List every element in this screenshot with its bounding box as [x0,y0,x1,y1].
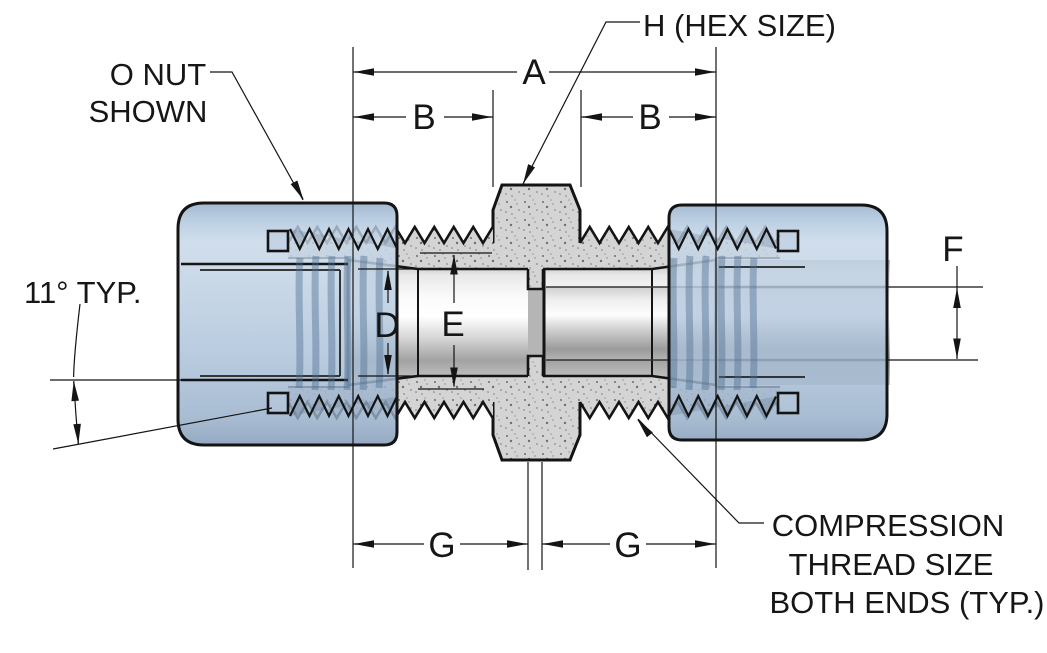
tube-stop-slot [528,269,543,377]
callout-hex-size: H (HEX SIZE) [643,8,836,43]
nut-thread-teeth-top-left [289,226,398,252]
right-nut-outline [667,203,889,442]
dim-label-g-right: G [614,526,641,565]
nut-thread-teeth-bottom-right [668,393,777,419]
arrowheads [71,68,961,548]
back-ferrule-bottom-right [776,391,800,415]
dim-label-f: F [942,230,963,269]
dim-label-b-left: B [412,98,435,137]
nut-thread-teeth-bottom-left [289,393,398,419]
right-nut-interior [668,226,805,419]
back-ferrule-top-left [266,229,290,253]
hex-top [491,183,582,243]
nut-thread-teeth-top-right [668,226,777,252]
dim-label-b-right: B [638,98,661,137]
left-nut-outline [176,201,399,447]
extension-lines [50,47,983,570]
left-nut-interior [181,226,398,419]
back-ferrule-bottom-left [266,391,290,415]
body-upper-half [288,243,780,289]
dim-label-g-left: G [428,526,455,565]
dim-label-a: A [522,53,546,92]
callout-thread-line1: COMPRESSION [772,508,1005,543]
callout-thread-line2: THREAD SIZE [789,547,994,582]
callout-thread-line3: BOTH ENDS (TYP.) [769,585,1044,620]
leader-lines [52,21,764,524]
callout-nut-line1: O NUT [110,57,207,92]
right-nut [669,205,887,440]
hex-bottom [491,402,582,462]
dim-label-e: E [441,305,464,344]
callout-angle: 11° TYP. [24,275,142,310]
dim-label-d: D [374,306,399,345]
body-lower-half [288,356,780,402]
back-ferrule-top-right [776,229,800,253]
callout-nut-line2: SHOWN [89,94,208,129]
